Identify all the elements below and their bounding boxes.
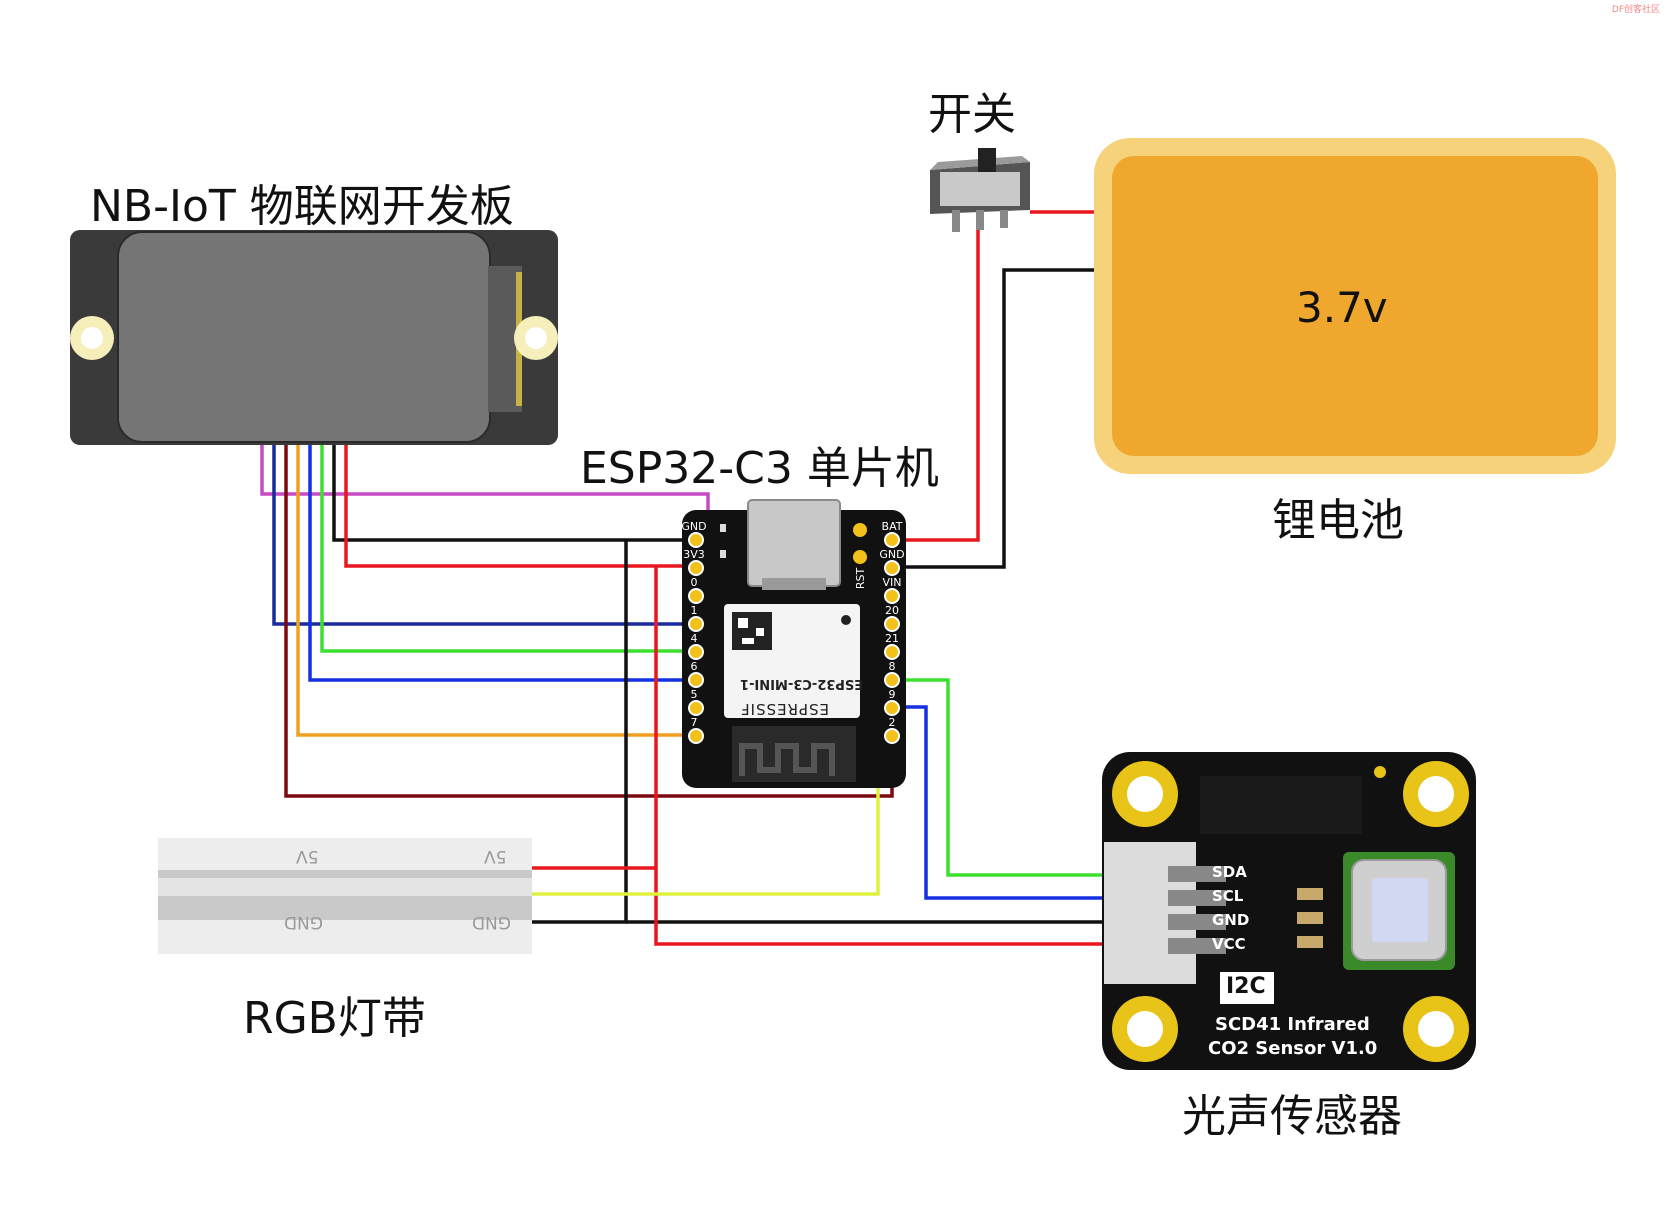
- esp32-left-pin-5: [688, 700, 704, 716]
- rst-label: RST: [854, 567, 868, 590]
- sensor-pin-vcc: VCC: [1212, 935, 1246, 953]
- esp32-right-pin-21: [884, 644, 900, 660]
- esp32-right-pin-label-bat: BAT: [882, 520, 903, 533]
- esp32-right-pin-label-9: 9: [889, 688, 896, 701]
- esp32-left-pin-3v3: [688, 560, 704, 576]
- sensor-board: [1102, 752, 1476, 1070]
- wire-orange: [296, 445, 696, 737]
- wire-magenta: [260, 445, 710, 522]
- sensor-label: 光声传感器: [1182, 1091, 1402, 1142]
- strip-5v-mark-2: 5V: [484, 846, 507, 866]
- esp32-right-pin-label-21: 21: [885, 632, 899, 645]
- esp32-left-pin-gnd: [688, 532, 704, 548]
- esp32-left-pin-label-1: 1: [691, 604, 698, 617]
- esp32-right-pin-20: [884, 616, 900, 632]
- battery-voltage-label: 3.7v: [1296, 283, 1388, 332]
- esp32-left-pin-label-4: 4: [691, 632, 698, 645]
- sensor-title-line2: CO2 Sensor V1.0: [1208, 1038, 1378, 1059]
- switch-label: 开关: [928, 89, 1016, 140]
- esp32-left-pin-0: [688, 588, 704, 604]
- esp32-right-pin-label-vin: VIN: [883, 576, 902, 589]
- strip-gnd-mark-2: GND: [472, 912, 511, 932]
- esp32-left-pin-label-5: 5: [691, 688, 698, 701]
- i2c-badge-bg: [1220, 972, 1274, 1004]
- esp32-right-pin-8: [884, 672, 900, 688]
- slide-switch: [930, 148, 1030, 232]
- esp32-right-pin-gnd: [884, 560, 900, 576]
- esp32-left-pin-6: [688, 672, 704, 688]
- esp32-right-pin-vin: [884, 588, 900, 604]
- watermark: DF创客社区: [1611, 5, 1660, 15]
- esp32-right-pin-label-20: 20: [885, 604, 899, 617]
- rgb-strip-label: RGB灯带: [243, 993, 426, 1044]
- esp32-board: [682, 499, 906, 788]
- wire-bat-black: [892, 268, 1098, 569]
- sensor-pin-scl: SCL: [1212, 887, 1244, 905]
- battery-label: 锂电池: [1272, 495, 1404, 546]
- esp32-left-pin-label-7: 7: [691, 716, 698, 729]
- esp32-left-pin-label-3v3: 3V3: [683, 548, 705, 561]
- wire-vcc-bus: [654, 566, 1172, 946]
- module-name: ESP32-C3-MINI-1: [740, 676, 864, 691]
- sensor-title-line1: SCD41 Infrared: [1215, 1014, 1370, 1035]
- sensor-pin-sda: SDA: [1212, 863, 1247, 881]
- sensor-pin-gnd: GND: [1212, 911, 1250, 929]
- wire-gnd-bus: [532, 540, 628, 924]
- module-brand: ESPRESSIF: [740, 700, 830, 718]
- strip-gnd-mark-1: GND: [284, 912, 323, 932]
- esp32-pins: GND 3V3 0 1 4 6 5 7 BAT GND VIN 20 21 8 9 2: [681, 520, 905, 744]
- esp32-left-pin-label-0: 0: [691, 576, 698, 589]
- esp32-label: ESP32-C3 单片机: [580, 443, 939, 494]
- battery: [1094, 138, 1616, 474]
- esp32-left-pin-1: [688, 616, 704, 632]
- esp32-right-pin-9: [884, 700, 900, 716]
- nbiot-board: [70, 230, 558, 445]
- wire-sda: [892, 678, 1172, 877]
- wire-navy: [272, 445, 696, 626]
- sensor-mount-holes: [1112, 761, 1469, 1062]
- esp32-right-pin-2: [884, 728, 900, 744]
- wire-bat-red: [892, 230, 980, 542]
- esp32-right-pin-bat: [884, 532, 900, 548]
- esp32-left-pin-7: [688, 728, 704, 744]
- esp32-right-pin-label-gnd: GND: [879, 548, 904, 561]
- nbiot-board-label: NB-IoT 物联网开发板: [90, 181, 514, 232]
- esp32-right-pin-label-2: 2: [889, 716, 896, 729]
- esp32-right-pin-label-8: 8: [889, 660, 896, 673]
- wire-blue: [308, 445, 696, 682]
- led-strip: [158, 838, 532, 954]
- esp32-left-pin-label-6: 6: [691, 660, 698, 673]
- esp32-left-pin-4: [688, 644, 704, 660]
- esp32-left-pin-label-gnd: GND: [681, 520, 706, 533]
- wire-nbiot-gnd: [332, 445, 696, 542]
- wire-scl: [892, 705, 1172, 900]
- strip-5v-mark-1: 5V: [296, 846, 319, 866]
- wire-green: [320, 445, 696, 653]
- sensor-i2c-badge: I2C: [1226, 974, 1266, 999]
- wire-nbiot-3v3: [344, 445, 696, 568]
